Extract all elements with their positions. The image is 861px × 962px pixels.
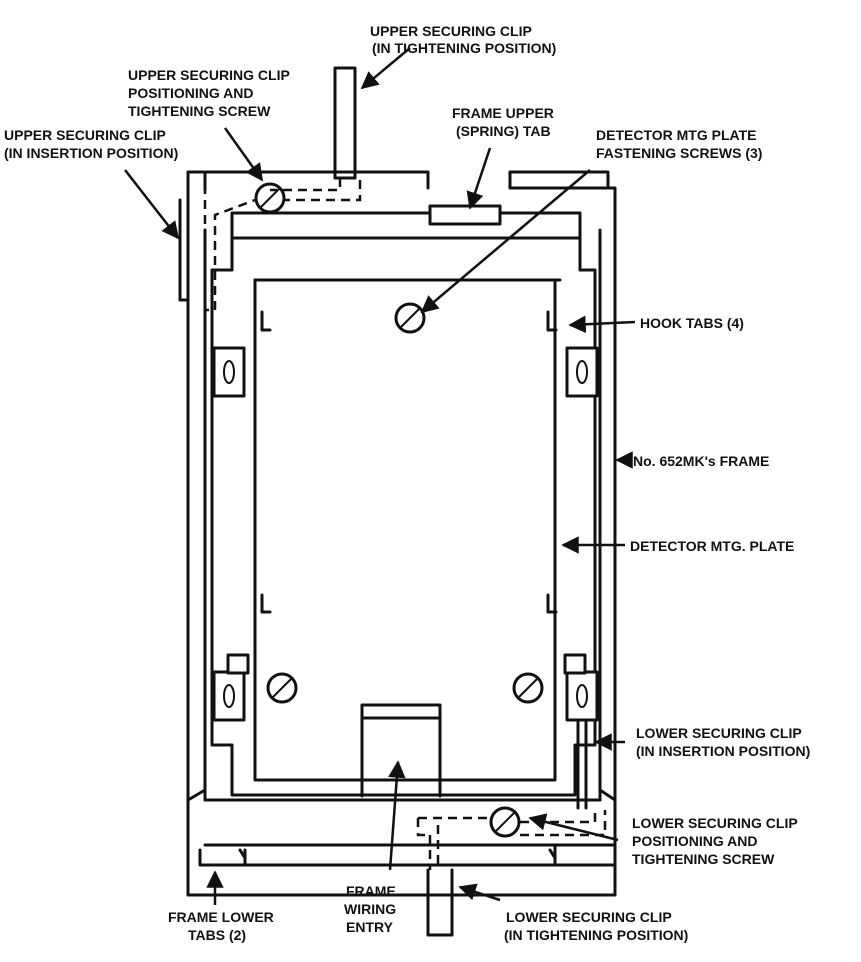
- mtg-plate-screw-right: [512, 672, 544, 704]
- label-upper-screw-1: UPPER SECURING CLIP: [128, 67, 290, 83]
- label-wiring-entry-3: ENTRY: [346, 919, 394, 935]
- lower-clip-insertion: [520, 718, 607, 837]
- lower-clip-screw: [489, 806, 521, 838]
- label-mtg-plate: DETECTOR MTG. PLATE: [630, 538, 794, 554]
- label-frame-upper-tab-2: (SPRING) TAB: [456, 123, 551, 139]
- upper-clip-tightening: [270, 66, 362, 202]
- label-upper-clip-insertion-1: UPPER SECURING CLIP: [4, 127, 166, 143]
- frame-wiring-entry: [360, 703, 442, 798]
- detector-mounting-plate: [210, 211, 597, 797]
- label-lower-clip-tightening-2: (IN TIGHTENING POSITION): [504, 927, 688, 943]
- label-lower-clip-tightening-1: LOWER SECURING CLIP: [506, 909, 672, 925]
- label-frame-name: No. 652MK's FRAME: [633, 453, 769, 469]
- labels: UPPER SECURING CLIP (IN TIGHTENING POSIT…: [4, 23, 810, 943]
- lower-clip-tightening: [416, 816, 490, 937]
- label-lower-tabs-1: FRAME LOWER: [168, 909, 274, 925]
- label-lower-screw-3: TIGHTENING SCREW: [632, 851, 775, 867]
- hook-tabs: [260, 310, 558, 614]
- frame-upper-tab: [428, 204, 502, 226]
- label-plate-screws-2: FASTENING SCREWS (3): [596, 145, 762, 161]
- label-wiring-entry-1: FRAME: [346, 883, 396, 899]
- side-slot-tabs: [212, 346, 599, 722]
- label-hook-tabs: HOOK TABS (4): [640, 315, 744, 331]
- label-lower-clip-insertion-1: LOWER SECURING CLIP: [636, 725, 802, 741]
- label-upper-clip-insertion-2: (IN INSERTION POSITION): [4, 145, 178, 161]
- label-lower-clip-insertion-2: (IN INSERTION POSITION): [636, 743, 810, 759]
- label-upper-clip-tightening-1: UPPER SECURING CLIP: [370, 23, 532, 39]
- frame-outline: [186, 170, 617, 897]
- label-lower-screw-1: LOWER SECURING CLIP: [632, 815, 798, 831]
- mtg-plate-screw-top: [394, 302, 426, 334]
- label-lower-screw-2: POSITIONING AND: [632, 833, 758, 849]
- upper-clip-screw: [254, 182, 286, 214]
- label-upper-clip-tightening-2: (IN TIGHTENING POSITION): [372, 40, 556, 56]
- leader-lines: [124, 47, 636, 905]
- label-frame-upper-tab-1: FRAME UPPER: [452, 105, 554, 121]
- label-lower-tabs-2: TABS (2): [188, 927, 246, 943]
- mtg-plate-screw-left: [266, 672, 298, 704]
- label-upper-screw-2: POSITIONING AND: [128, 85, 254, 101]
- label-plate-screws-1: DETECTOR MTG PLATE: [596, 127, 756, 143]
- upper-clip-insertion: [178, 185, 256, 312]
- label-wiring-entry-2: WIRING: [344, 901, 396, 917]
- label-upper-screw-3: TIGHTENING SCREW: [128, 103, 271, 119]
